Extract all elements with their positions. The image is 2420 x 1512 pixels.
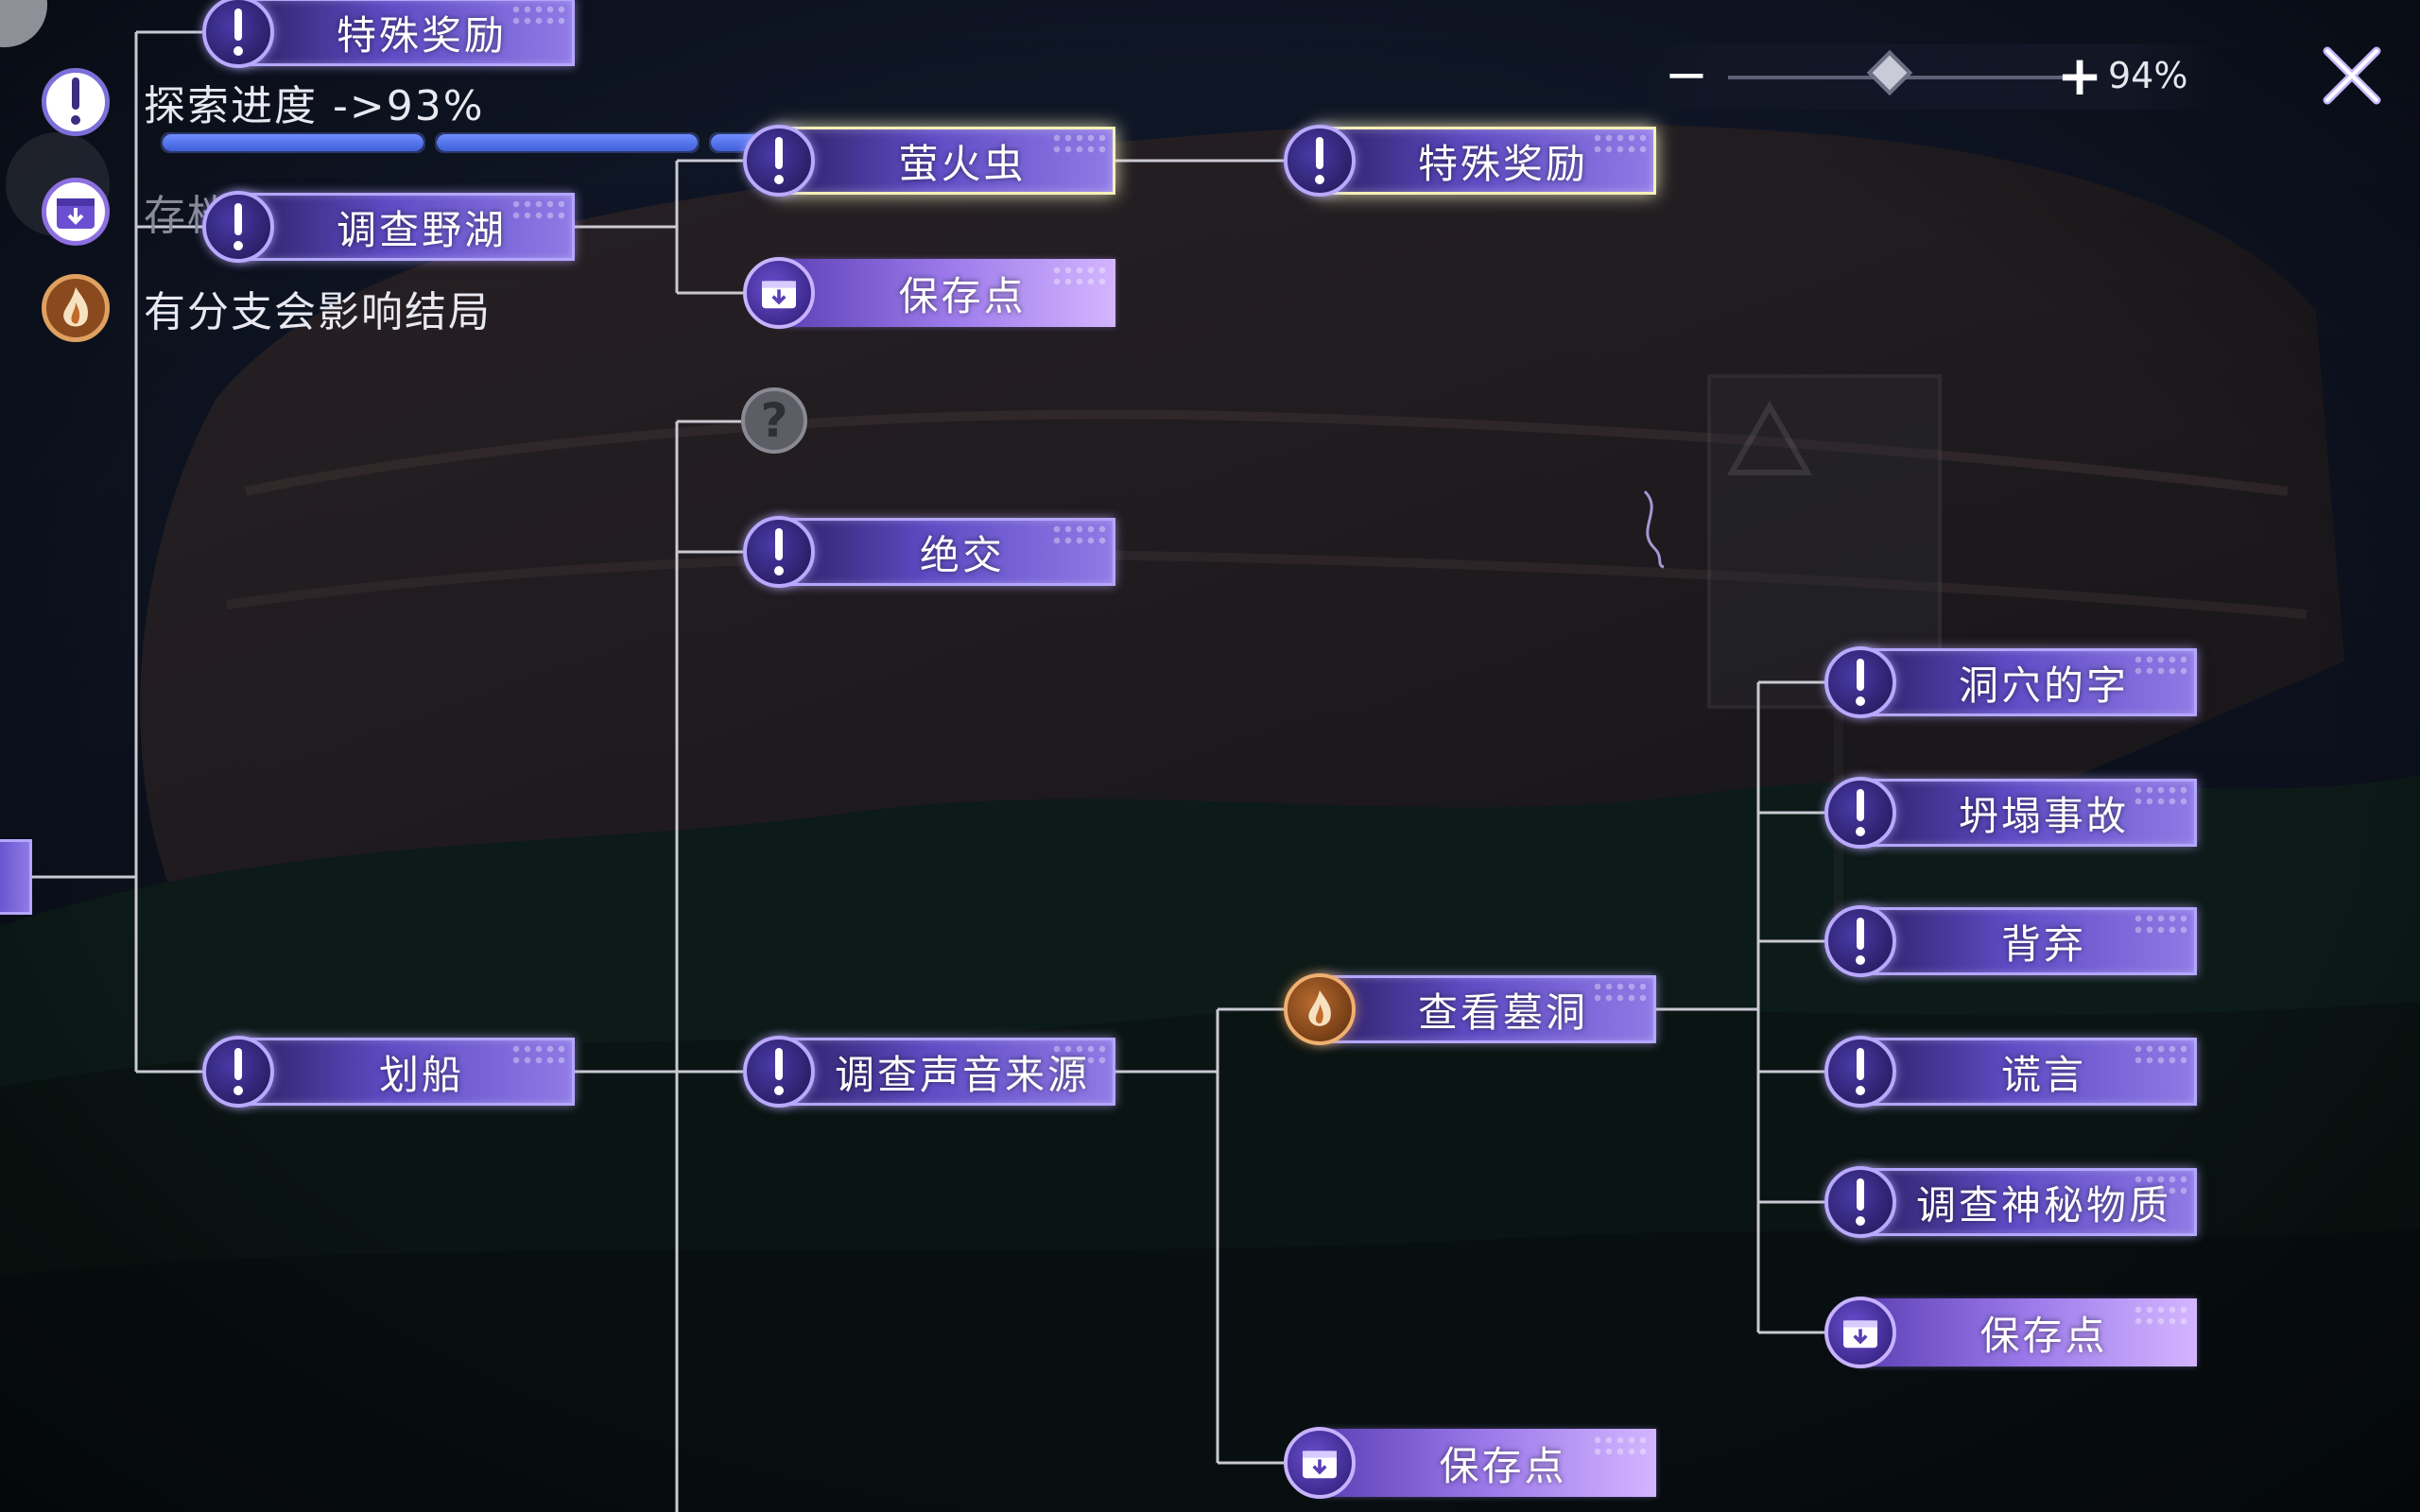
exclamation-icon (1284, 125, 1356, 197)
close-button[interactable]: X (2314, 38, 2390, 113)
node-label: 调查野湖 (336, 206, 507, 253)
legend-progress-row: 探索进度 ->93% (42, 64, 485, 140)
node-special-reward-top[interactable]: 特殊奖励 (202, 0, 575, 70)
node-label: 调查神秘物质 (1915, 1181, 2171, 1228)
node-label: 绝交 (919, 531, 1005, 578)
exclamation-icon (202, 0, 274, 68)
close-icon (2323, 46, 2381, 105)
flame-branch-icon (42, 274, 110, 342)
node-save-point-3[interactable]: 保存点 (1284, 1425, 1656, 1501)
zoom-percent: 94% (2108, 55, 2188, 96)
node-cave-words[interactable]: 洞穴的字 (1824, 644, 2197, 720)
node-label: 坍塌事故 (1958, 792, 2129, 839)
node-special-reward-right[interactable]: 特殊奖励 (1284, 123, 1656, 198)
node-label: 洞穴的字 (1958, 662, 2129, 709)
node-label: 背弃 (2000, 920, 2086, 968)
exclamation-icon (1824, 1036, 1896, 1108)
zoom-slider-handle[interactable] (1866, 49, 1913, 96)
progress-segment (435, 132, 700, 153)
exclamation-icon (202, 191, 274, 263)
flame-branch-icon (1284, 973, 1356, 1045)
node-label: 划船 (378, 1051, 464, 1098)
exclamation-icon (1824, 646, 1896, 718)
node-save-point-2[interactable]: 保存点 (1824, 1295, 2197, 1370)
node-collapse-accident[interactable]: 坍塌事故 (1824, 775, 2197, 850)
zoom-control: − + 94% (1635, 43, 2221, 110)
node-label: 特殊奖励 (336, 11, 507, 59)
locked-unknown-node[interactable]: ? (741, 387, 807, 454)
node-check-tomb[interactable]: 查看墓洞 (1284, 971, 1656, 1047)
node-break-off[interactable]: 绝交 (743, 514, 1115, 590)
offscreen-node-stub[interactable] (0, 839, 32, 915)
exclamation-icon (743, 516, 815, 588)
zoom-out-button[interactable]: − (1664, 44, 1709, 106)
save-download-icon (743, 257, 815, 329)
node-label: 保存点 (1979, 1312, 2108, 1359)
exclamation-icon (743, 125, 815, 197)
save-download-icon (1284, 1427, 1356, 1499)
exclamation-icon (1824, 1166, 1896, 1238)
exclamation-icon (1824, 905, 1896, 977)
node-label: 特殊奖励 (1417, 140, 1588, 187)
save-download-icon (1824, 1297, 1896, 1368)
node-investigate-lake[interactable]: 调查野湖 (202, 189, 575, 265)
node-firefly[interactable]: 萤火虫 (743, 123, 1115, 198)
node-label: 调查声音来源 (834, 1051, 1090, 1098)
exclamation-icon (202, 1036, 274, 1108)
node-label: 查看墓洞 (1417, 988, 1588, 1036)
node-investigate-sound[interactable]: 调查声音来源 (743, 1034, 1115, 1109)
node-label: 谎言 (2000, 1051, 2086, 1098)
question-mark-icon: ? (760, 393, 788, 448)
node-label: 萤火虫 (898, 140, 1027, 187)
node-save-point-1[interactable]: 保存点 (743, 255, 1115, 331)
node-betrayal[interactable]: 背弃 (1824, 903, 2197, 979)
zoom-in-button[interactable]: + (2056, 43, 2103, 108)
exclamation-icon (42, 68, 110, 136)
node-lie[interactable]: 谎言 (1824, 1034, 2197, 1109)
exclamation-icon (743, 1036, 815, 1108)
exploration-progress-text: 探索进度 ->93% (144, 82, 485, 130)
legend-branch-row: 有分支会影响结局 (42, 270, 492, 346)
progress-segment (161, 132, 425, 153)
exclamation-icon (1824, 777, 1896, 849)
node-mysterious-substance[interactable]: 调查神秘物质 (1824, 1164, 2197, 1240)
branch-affects-ending-text: 有分支会影响结局 (144, 288, 492, 336)
node-rowing[interactable]: 划船 (202, 1034, 575, 1109)
save-download-icon (42, 178, 110, 246)
node-label: 保存点 (898, 272, 1027, 319)
node-label: 保存点 (1439, 1442, 1567, 1489)
